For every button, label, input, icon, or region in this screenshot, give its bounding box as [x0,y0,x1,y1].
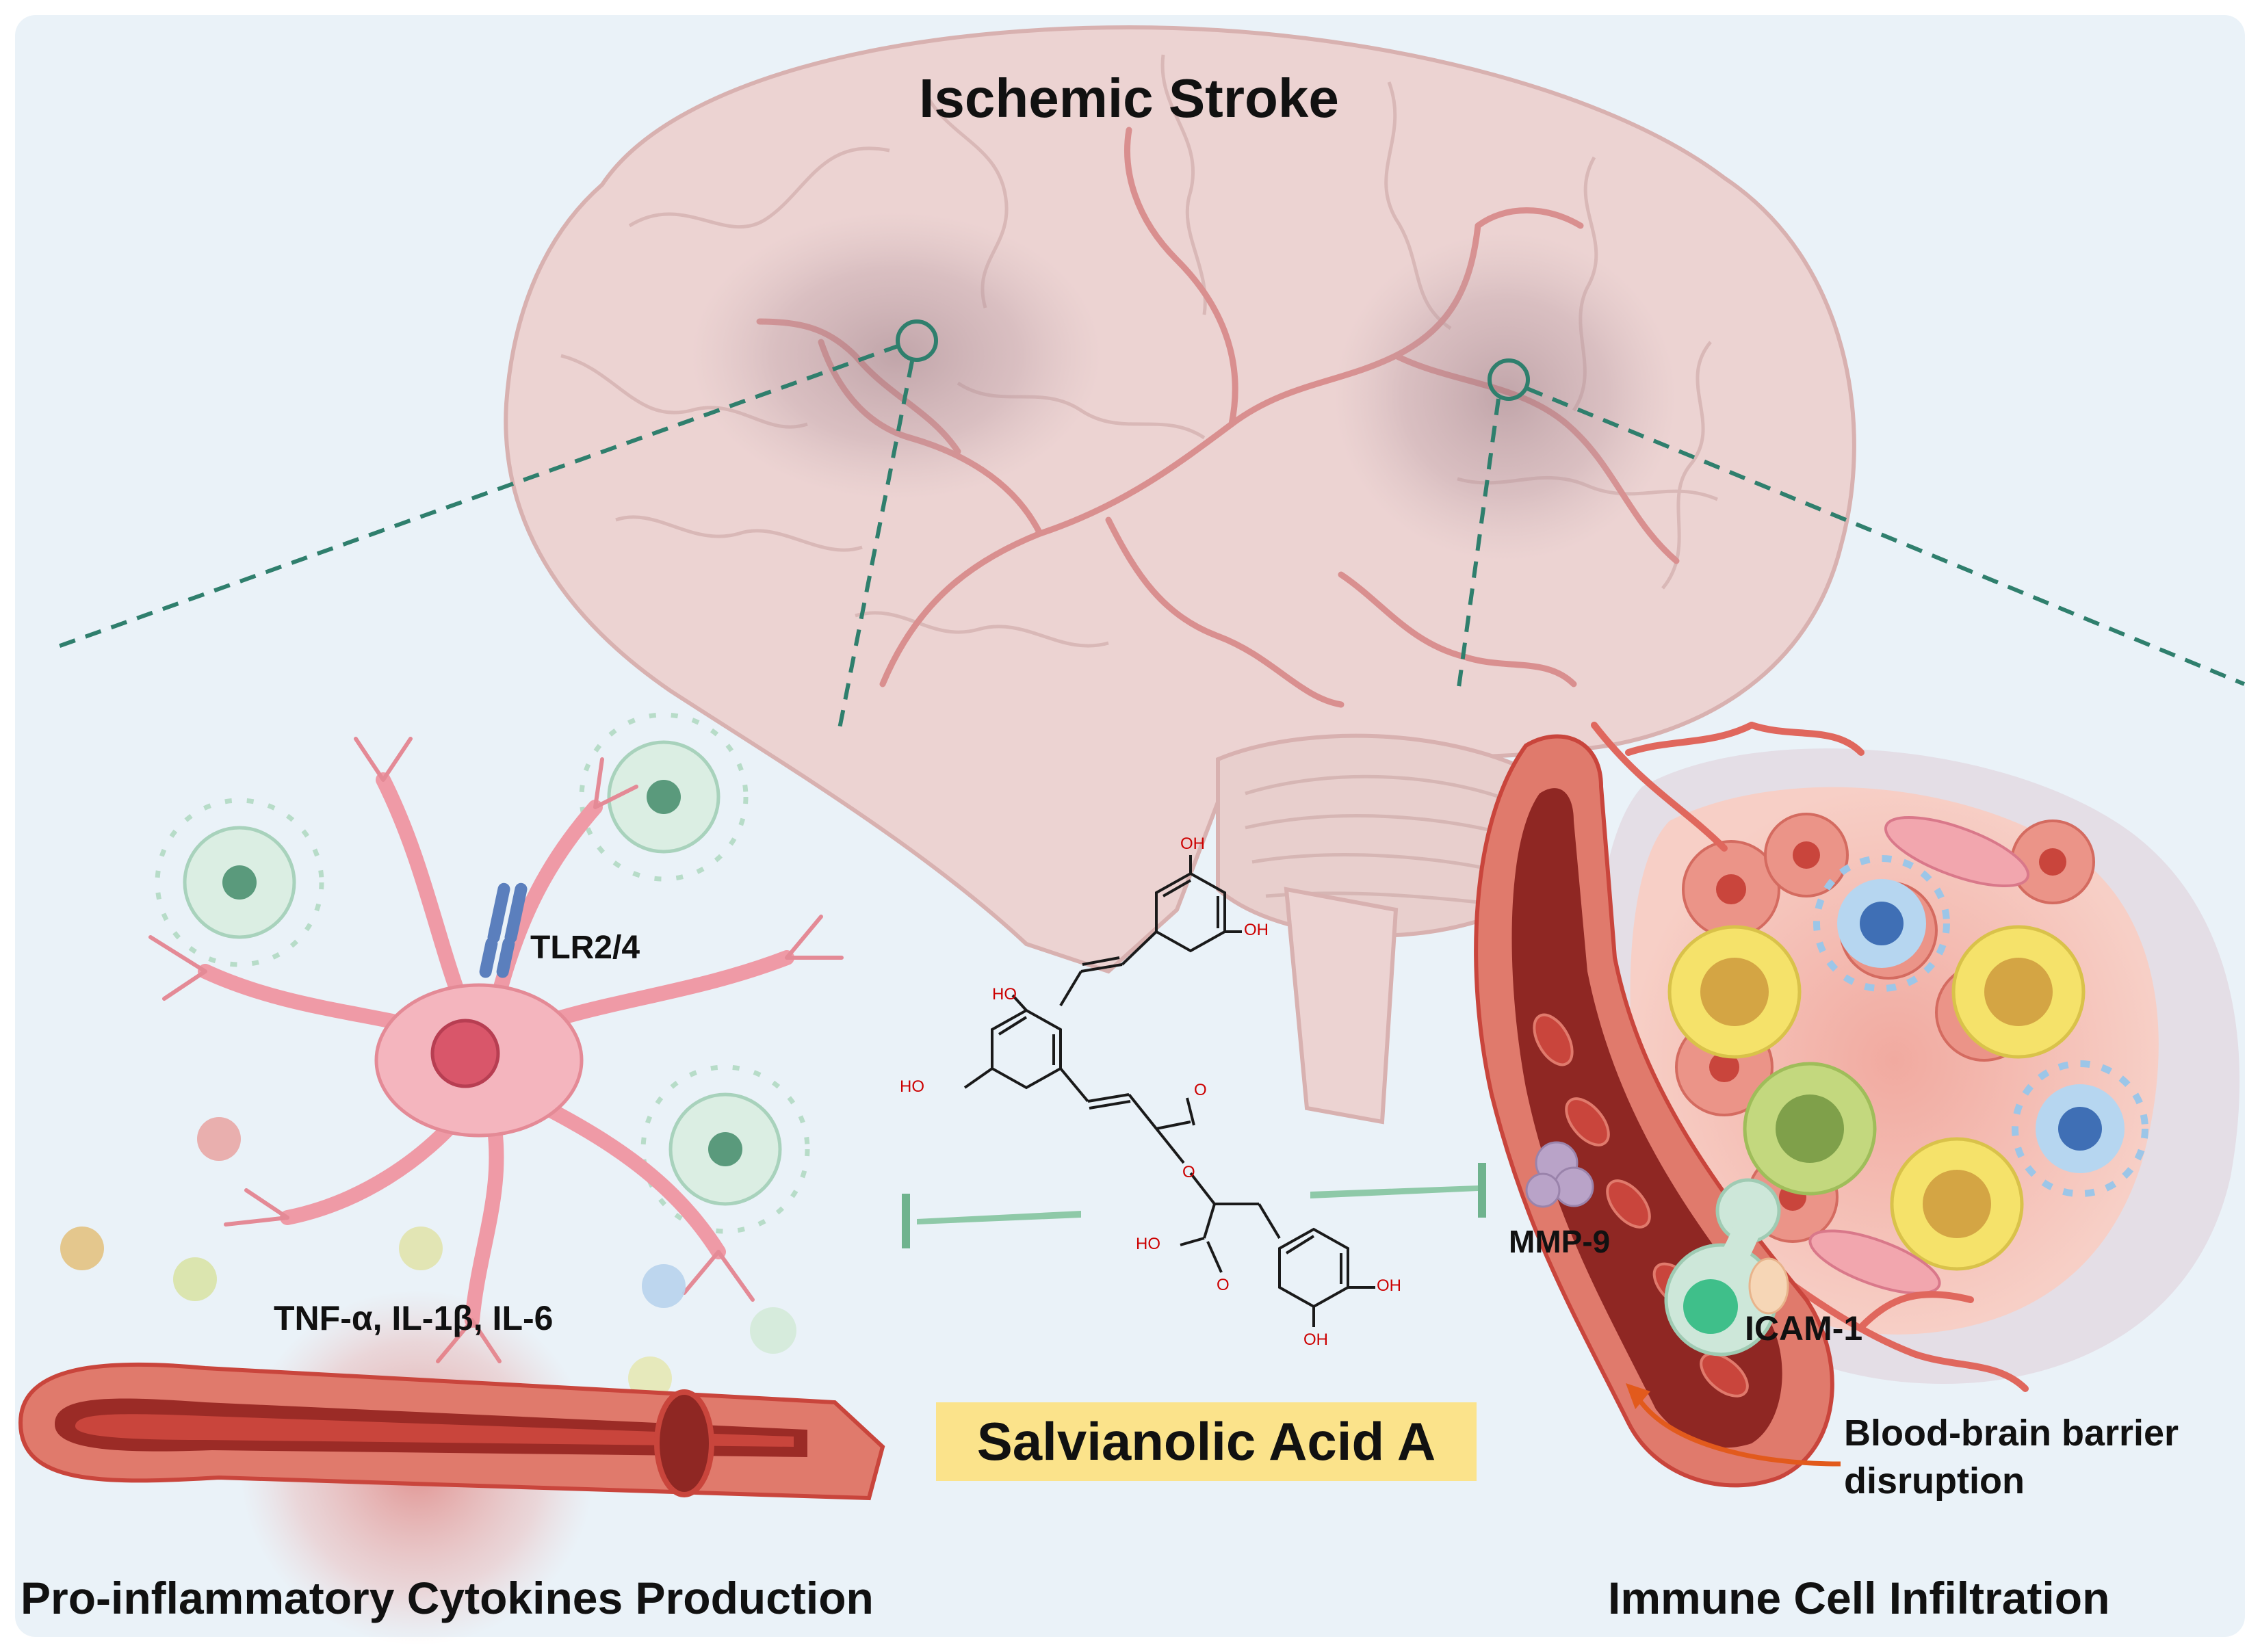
bbb-arrow [1637,1398,1841,1467]
astrocyte [640,1064,810,1234]
pericytes [1808,816,2030,1295]
cytokines-label: TNF-α, IL-1β, IL-6 [274,1299,554,1337]
atom-label: O [1217,1276,1230,1294]
astrocyte [579,712,749,882]
zoom-connectors [57,319,2246,736]
atom-label: OH [1303,1330,1328,1349]
neuron [148,737,844,1363]
atom-label: O [1182,1163,1195,1181]
capillaries [1591,722,2029,1392]
neuron-nucleus [430,1019,500,1088]
dendritic-cells [1813,855,2148,1197]
atom-label: HO [992,985,1017,1004]
left-panel-caption: Pro-inflammatory Cytokines Production [21,1573,874,1623]
atom-label: OH [1244,921,1269,939]
drug-name-badge: Salvianolic Acid A [936,1402,1477,1481]
right-panel-caption: Immune Cell Infiltration [1608,1573,2110,1623]
receptor-label: TLR2/4 [530,930,640,966]
astrocyte [155,798,324,967]
bbb-label-line2: disruption [1844,1460,2025,1502]
figure-title: Ischemic Stroke [919,68,1339,129]
mmp9-label: MMP-9 [1509,1224,1611,1259]
mmp9-enzyme [1525,1141,1594,1208]
bbb-disruption-label: Blood-brain barrier disruption [1844,1409,2179,1505]
inhibition-arrow-left [902,1194,1081,1248]
astrocyte-group [155,712,810,1234]
monocyte [1743,1062,1877,1196]
icam1-label: ICAM-1 [1745,1309,1863,1348]
focus-marker-right [1488,358,1530,401]
icam1-marker [1748,1257,1789,1315]
atom-label: OH [1180,835,1205,853]
atom-label: HO [1136,1235,1160,1253]
atom-label: O [1194,1081,1207,1099]
inhibition-arrow-right [1310,1163,1486,1218]
atom-label: OH [1377,1276,1401,1295]
cytokine-particles [60,1117,796,1400]
focus-marker-left [896,319,938,362]
blood-vessel-left [18,1362,885,1501]
atom-label: HO [900,1077,924,1096]
infarct-zone-left [691,212,1102,499]
lymphocytes [1667,925,2086,1271]
chemical-structure [963,855,1375,1327]
tlr-receptor [479,882,528,978]
bbb-label-line1: Blood-brain barrier [1844,1413,2179,1454]
leukocyte-extravasation [1664,1178,1789,1356]
brainstem [1284,887,1399,1125]
arrow-head-icon [1626,1383,1650,1409]
